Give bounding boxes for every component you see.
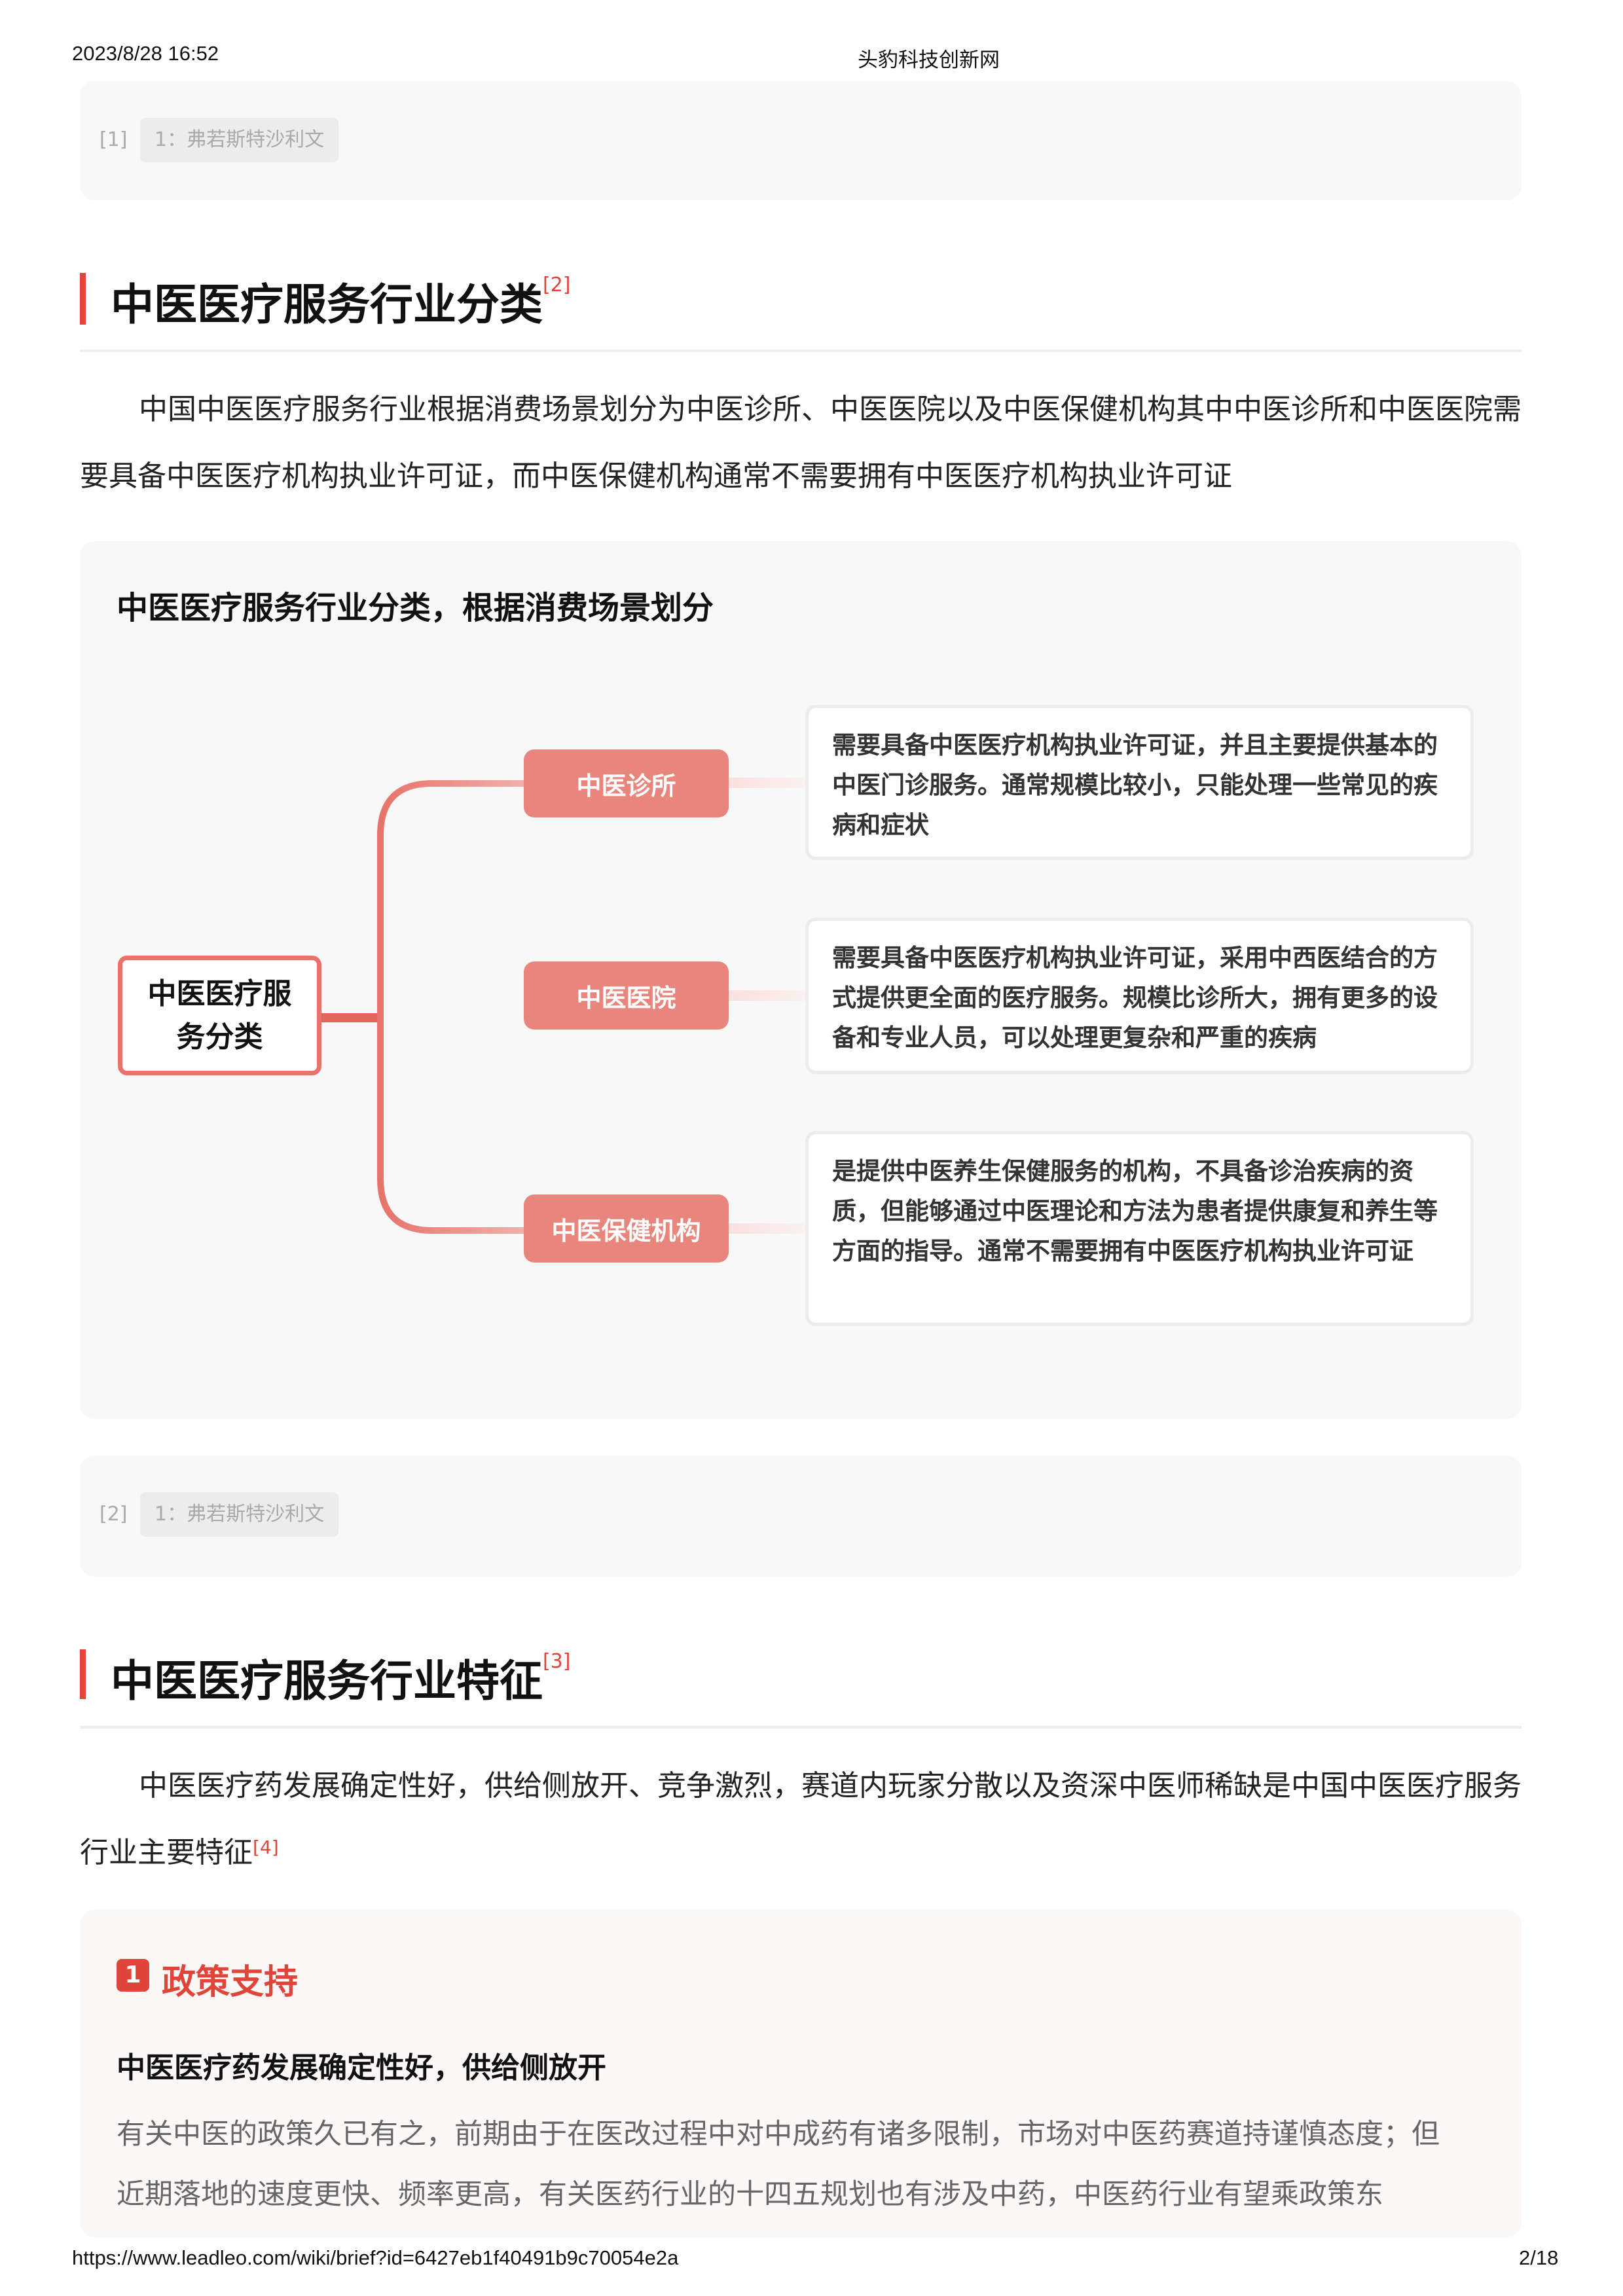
section-heading-classification: 中医医疗服务行业分类[2]	[111, 270, 571, 332]
diagram-desc-clinic: 需要具备中医医疗机构执业许可证，并且主要提供基本的中医门诊服务。通常规模比较小，…	[805, 705, 1474, 860]
feature-number-badge: 1	[117, 1959, 149, 1992]
heading-accent-bar	[80, 1649, 86, 1699]
diagram-node-health-institution: 中医保健机构	[524, 1194, 729, 1263]
paragraph-text: 中医医疗药发展确定性好，供给侧放开、竞争激烈，赛道内玩家分散以及资深中医师稀缺是…	[80, 1769, 1522, 1869]
ref-number: [2]	[100, 1503, 128, 1526]
page-number: 2/18	[1519, 2246, 1559, 2269]
diagram-title: 中医医疗服务行业分类，根据消费场景划分	[117, 590, 714, 626]
feature-card-policy: 1 政策支持 中医医疗药发展确定性好，供给侧放开 有关中医的政策久已有之，前期由…	[80, 1910, 1522, 2237]
feature-subtitle: 中医医疗药发展确定性好，供给侧放开	[117, 2051, 606, 2085]
citation-link[interactable]: [3]	[543, 1650, 571, 1673]
diagram-node-clinic: 中医诊所	[524, 749, 729, 817]
ref-number: [1]	[100, 128, 128, 151]
connector-desc-2	[729, 990, 805, 1001]
feature-title: 政策支持	[162, 1963, 299, 2002]
heading-text: 中医医疗服务行业特征	[111, 1656, 543, 1706]
reference-box-2: [2] 1：弗若斯特沙利文	[80, 1456, 1522, 1577]
connector-desc-1	[729, 778, 805, 788]
diagram-root-node: 中医医疗服务分类	[118, 956, 321, 1075]
heading-accent-bar	[80, 273, 86, 325]
ref-source-tag[interactable]: 1：弗若斯特沙利文	[140, 1492, 339, 1537]
citation-link[interactable]: [4]	[253, 1837, 279, 1858]
diagram-desc-health-institution: 是提供中医养生保健服务的机构，不具备诊治疾病的资质，但能够通过中医理论和方法为患…	[805, 1131, 1474, 1326]
diagram-node-hospital: 中医医院	[524, 961, 729, 1030]
diagram-desc-hospital: 需要具备中医医疗机构执业许可证，采用中西医结合的方式提供更全面的医疗服务。规模比…	[805, 918, 1474, 1074]
print-datetime: 2023/8/28 16:52	[72, 42, 219, 65]
site-name: 头豹科技创新网	[858, 48, 1000, 71]
divider	[80, 350, 1522, 352]
heading-text: 中医医疗服务行业分类	[111, 279, 543, 330]
feature-body: 有关中医的政策久已有之，前期由于在医改过程中对中成药有诸多限制，市场对中医药赛道…	[117, 2118, 1440, 2211]
page-footer-bg	[0, 2237, 1623, 2296]
divider	[80, 1726, 1522, 1729]
section-paragraph: 中国中医医疗服务行业根据消费场景划分为中医诊所、中医医院以及中医保健机构其中中医…	[80, 393, 1522, 493]
footer-url[interactable]: https://www.leadleo.com/wiki/brief?id=64…	[72, 2246, 679, 2269]
section-paragraph: 中医医疗药发展确定性好，供给侧放开、竞争激烈，赛道内玩家分散以及资深中医师稀缺是…	[80, 1753, 1522, 1886]
citation-link[interactable]: [2]	[543, 274, 571, 296]
section-heading-features: 中医医疗服务行业特征[3]	[111, 1646, 571, 1709]
connector-desc-3	[729, 1223, 805, 1234]
connector-trunk	[377, 780, 524, 1234]
ref-source-tag[interactable]: 1：弗若斯特沙利文	[140, 118, 339, 162]
reference-box-1: [1] 1：弗若斯特沙利文	[80, 81, 1522, 200]
